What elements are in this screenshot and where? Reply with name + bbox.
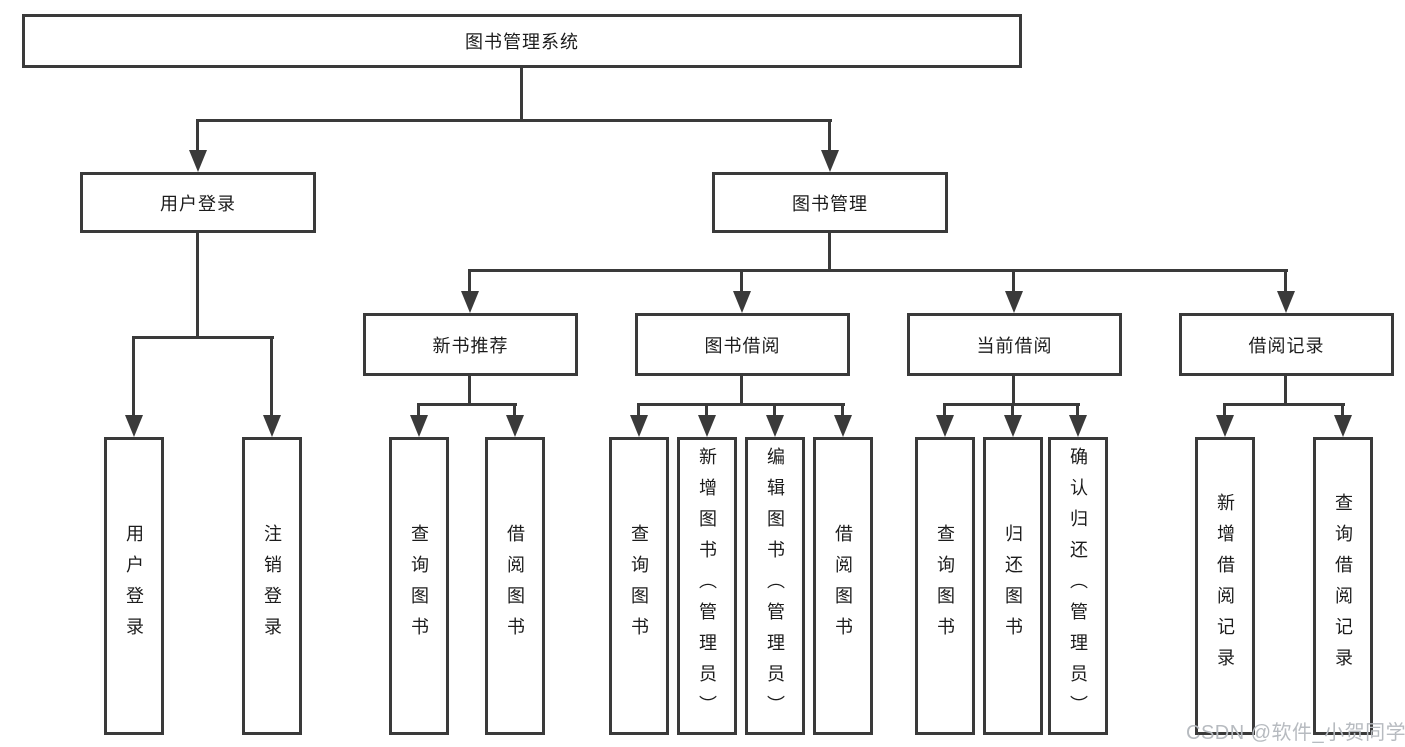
connector-stem-new-book-rec xyxy=(468,269,471,293)
node-root: 图书管理系统 xyxy=(22,14,1022,68)
connector-stem-borrow-records xyxy=(1284,269,1287,293)
node-current-borrow: 当前借阅 xyxy=(907,313,1122,376)
down-arrowhead-user-login xyxy=(189,150,207,172)
node-new-book-rec-label: 新书推荐 xyxy=(432,335,509,356)
connector-stem-book-management xyxy=(828,119,831,152)
node-leaf-bb-add-books-admin: 新增图书（管理员） xyxy=(677,437,737,735)
node-leaf-bb-borrow-books-label: 借阅图书 xyxy=(833,524,853,648)
down-arrowhead-leaf-logout xyxy=(263,415,281,437)
down-arrowhead-leaf-login xyxy=(125,415,143,437)
connector-stem-bb-edit xyxy=(773,403,776,417)
node-leaf-cb-return-books-label: 归还图书 xyxy=(1003,524,1023,648)
node-leaf-cb-query-books-label: 查询图书 xyxy=(935,524,955,648)
node-leaf-cb-return-books: 归还图书 xyxy=(983,437,1043,735)
node-user-login: 用户登录 xyxy=(80,172,316,233)
connector-stem-bb-query xyxy=(637,403,640,417)
connector-stem-book-borrow xyxy=(740,269,743,293)
node-leaf-nbr-borrow-books: 借阅图书 xyxy=(485,437,545,735)
connector-new-book-rec-v xyxy=(468,376,471,406)
node-leaf-cb-query-books: 查询图书 xyxy=(915,437,975,735)
node-leaf-bb-edit-books-admin-label: 编辑图书（管理员） xyxy=(765,446,785,726)
node-leaf-bb-query-books: 查询图书 xyxy=(609,437,669,735)
down-arrowhead-cb-return xyxy=(1004,415,1022,437)
node-borrow-records: 借阅记录 xyxy=(1179,313,1394,376)
node-leaf-cb-confirm-return-admin: 确认归还（管理员） xyxy=(1048,437,1108,735)
down-arrowhead-bb-edit xyxy=(766,415,784,437)
connector-stem-cb-confirm xyxy=(1076,403,1079,417)
down-arrowhead-borrow-records xyxy=(1277,291,1295,313)
connector-user-login-v xyxy=(196,233,199,339)
down-arrowhead-br-query xyxy=(1334,415,1352,437)
node-book-management-label: 图书管理 xyxy=(792,193,868,214)
connector-root-trunk-v xyxy=(520,68,523,122)
connector-stem-bb-add xyxy=(705,403,708,417)
node-leaf-bb-query-books-label: 查询图书 xyxy=(629,524,649,648)
connector-stem-cb-return xyxy=(1011,403,1014,417)
connector-stem-br-query xyxy=(1341,403,1344,417)
node-leaf-cb-confirm-return-admin-label: 确认归还（管理员） xyxy=(1068,446,1088,726)
node-leaf-bb-add-books-admin-label: 新增图书（管理员） xyxy=(697,446,717,726)
connector-stem-current-borrow xyxy=(1012,269,1015,293)
connector-borrow-records-h xyxy=(1223,403,1345,406)
down-arrowhead-nbr-query xyxy=(410,415,428,437)
node-leaf-nbr-query-books-label: 查询图书 xyxy=(409,524,429,648)
node-leaf-br-add-record: 新增借阅记录 xyxy=(1195,437,1255,735)
node-root-label: 图书管理系统 xyxy=(465,32,579,52)
connector-user-login-h xyxy=(132,336,274,339)
node-leaf-br-query-record: 查询借阅记录 xyxy=(1313,437,1373,735)
connector-book-management-v xyxy=(828,233,831,272)
connector-book-management-h xyxy=(468,269,1288,272)
connector-current-borrow-v xyxy=(1012,376,1015,406)
connector-stem-bb-borrow xyxy=(841,403,844,417)
node-leaf-br-query-record-label: 查询借阅记录 xyxy=(1333,493,1353,679)
connector-stem-leaf-login xyxy=(132,336,135,417)
node-leaf-nbr-borrow-books-label: 借阅图书 xyxy=(505,524,525,648)
node-new-book-rec: 新书推荐 xyxy=(363,313,578,376)
down-arrowhead-bb-add xyxy=(698,415,716,437)
node-current-borrow-label: 当前借阅 xyxy=(976,335,1053,356)
down-arrowhead-book-borrow xyxy=(733,291,751,313)
node-leaf-br-add-record-label: 新增借阅记录 xyxy=(1215,493,1235,679)
connector-stem-nbr-borrow xyxy=(513,403,516,417)
node-leaf-logout: 注销登录 xyxy=(242,437,302,735)
connector-new-book-rec-h xyxy=(417,403,517,406)
down-arrowhead-current-borrow xyxy=(1005,291,1023,313)
connector-borrow-records-v xyxy=(1284,376,1287,406)
node-leaf-nbr-query-books: 查询图书 xyxy=(389,437,449,735)
connector-root-trunk-h xyxy=(196,119,832,122)
node-book-borrow: 图书借阅 xyxy=(635,313,850,376)
down-arrowhead-bb-query xyxy=(630,415,648,437)
node-user-login-label: 用户登录 xyxy=(160,193,236,214)
node-leaf-bb-edit-books-admin: 编辑图书（管理员） xyxy=(745,437,805,735)
down-arrowhead-cb-confirm xyxy=(1069,415,1087,437)
node-book-management: 图书管理 xyxy=(712,172,948,233)
down-arrowhead-cb-query xyxy=(936,415,954,437)
connector-stem-nbr-query xyxy=(417,403,420,417)
node-leaf-bb-borrow-books: 借阅图书 xyxy=(813,437,873,735)
down-arrowhead-new-book-rec xyxy=(461,291,479,313)
connector-stem-cb-query xyxy=(943,403,946,417)
connector-stem-br-add xyxy=(1223,403,1226,417)
down-arrowhead-nbr-borrow xyxy=(506,415,524,437)
connector-book-borrow-v xyxy=(740,376,743,406)
csdn-watermark: CSDN @软件_小贺同学 xyxy=(1186,722,1405,744)
connector-book-borrow-h xyxy=(637,403,845,406)
connector-stem-user-login xyxy=(196,119,199,152)
node-leaf-logout-label: 注销登录 xyxy=(262,524,282,648)
down-arrowhead-book-management xyxy=(821,150,839,172)
connector-stem-leaf-logout xyxy=(270,336,273,417)
node-borrow-records-label: 借阅记录 xyxy=(1248,335,1325,356)
down-arrowhead-br-add xyxy=(1216,415,1234,437)
node-leaf-user-login-label: 用户登录 xyxy=(124,524,144,648)
down-arrowhead-bb-borrow xyxy=(834,415,852,437)
node-book-borrow-label: 图书借阅 xyxy=(704,335,781,356)
node-leaf-user-login: 用户登录 xyxy=(104,437,164,735)
